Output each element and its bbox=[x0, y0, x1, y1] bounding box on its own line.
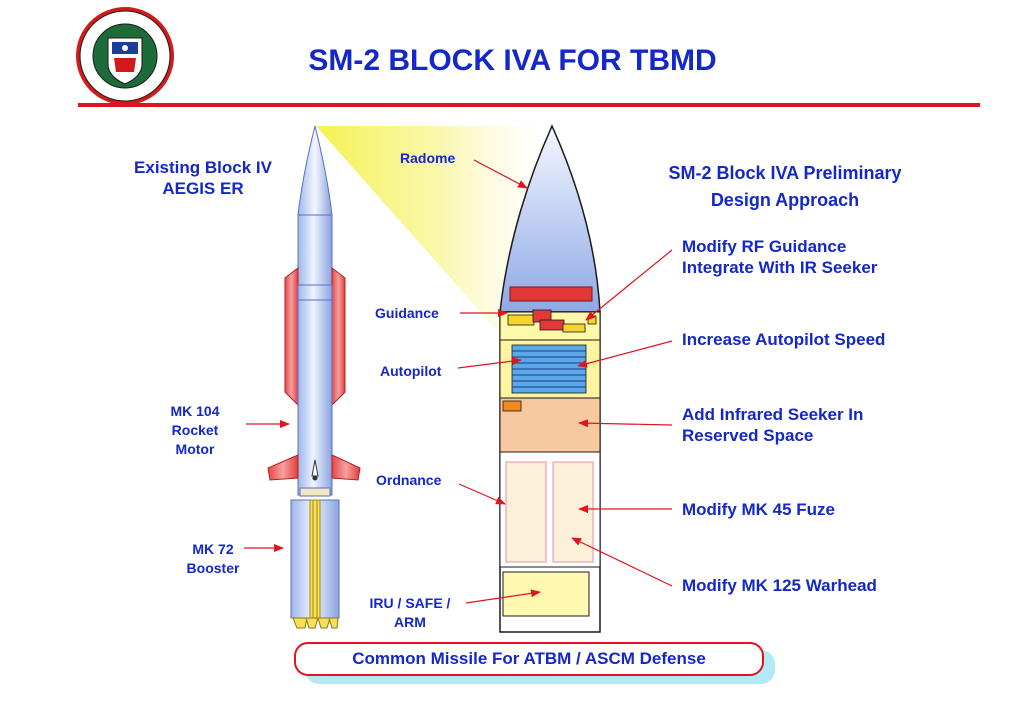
rocket-motor-label: MK 104 Rocket Motor bbox=[150, 402, 240, 459]
block-iva-heading-line1: SM-2 Block IVA Preliminary bbox=[668, 163, 902, 183]
booster-label-line2: Booster bbox=[186, 560, 240, 576]
iru-safe-arm-label-line1: IRU / SAFE / bbox=[369, 595, 451, 611]
booster-label: MK 72 Booster bbox=[168, 540, 258, 578]
rocket-motor-label-line2: Rocket bbox=[171, 422, 219, 438]
design-item-line: Reserved Space bbox=[682, 426, 814, 445]
design-item-line: Modify MK 125 Warhead bbox=[682, 576, 877, 595]
projection-beam bbox=[316, 126, 552, 632]
callout-arrows bbox=[244, 159, 673, 604]
title-underline bbox=[78, 103, 980, 107]
design-item-rf-guidance: Modify RF Guidance Integrate With IR See… bbox=[682, 236, 877, 278]
design-item-line: Increase Autopilot Speed bbox=[682, 330, 886, 349]
design-item-line: Modify MK 45 Fuze bbox=[682, 500, 836, 519]
ordnance-label: Ordnance bbox=[376, 472, 442, 488]
iru-safe-arm-label-line2: ARM bbox=[394, 614, 426, 630]
iru-safe-arm-label: IRU / SAFE / ARM bbox=[360, 594, 460, 632]
design-item-line: Add Infrared Seeker In bbox=[682, 405, 864, 424]
block-iva-heading-line2: Design Approach bbox=[710, 190, 860, 210]
autopilot-stack bbox=[511, 344, 587, 394]
page-title: SM-2 BLOCK IVA FOR TBMD bbox=[308, 44, 717, 77]
rocket-motor-label-line1: MK 104 bbox=[170, 403, 220, 419]
footer-banner: Common Missile For ATBM / ASCM Defense bbox=[294, 642, 764, 676]
block-iv-missile bbox=[267, 125, 361, 629]
bmd-seal-logo bbox=[76, 7, 174, 105]
autopilot-label: Autopilot bbox=[380, 363, 442, 379]
guidance-label: Guidance bbox=[375, 305, 439, 321]
design-item-warhead: Modify MK 125 Warhead bbox=[682, 575, 877, 596]
block-iv-heading-line1: Existing Block IV bbox=[134, 158, 272, 177]
rocket-motor-label-line3: Motor bbox=[175, 441, 215, 457]
block-iv-heading: Existing Block IV AEGIS ER bbox=[100, 157, 306, 199]
radome-label: Radome bbox=[400, 150, 456, 166]
design-item-fuze: Modify MK 45 Fuze bbox=[682, 499, 835, 520]
design-item-line: Modify RF Guidance bbox=[682, 237, 847, 256]
design-item-ir-seeker: Add Infrared Seeker In Reserved Space bbox=[682, 404, 863, 446]
block-iv-heading-line2: AEGIS ER bbox=[162, 179, 244, 198]
design-item-autopilot: Increase Autopilot Speed bbox=[682, 329, 885, 350]
design-item-line: Integrate With IR Seeker bbox=[682, 258, 878, 277]
booster-label-line1: MK 72 bbox=[192, 541, 234, 557]
block-iva-heading: SM-2 Block IVA Preliminary Design Approa… bbox=[625, 160, 945, 214]
